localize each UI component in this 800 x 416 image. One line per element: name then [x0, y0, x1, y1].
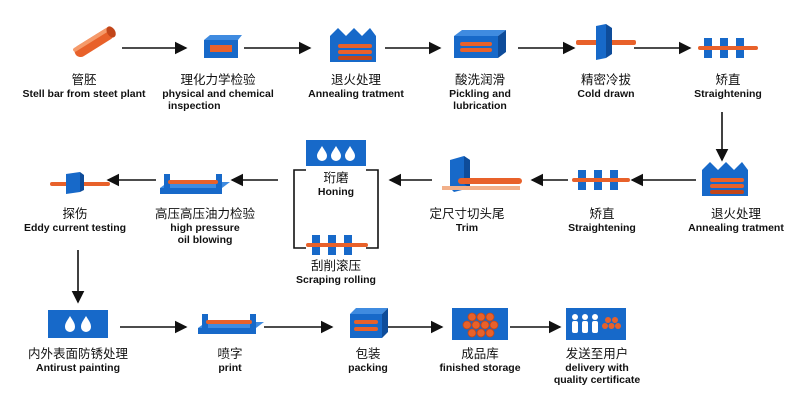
storage-pipes-icon [452, 308, 508, 340]
step-antirust: 内外表面防锈处理 Antirust painting [8, 346, 148, 374]
step-label-en-2: lubrication [453, 100, 507, 112]
bracket-left [293, 169, 306, 249]
eddy-current-icon [50, 172, 110, 194]
step-packing: 包装 packing [328, 346, 408, 374]
step-label-en: Straightening [568, 222, 636, 234]
pressure-test-bench-icon [160, 174, 230, 194]
delivery-people-icon [566, 308, 626, 340]
step-steel-bar: 管胚 Stell bar from steet plant [0, 72, 174, 100]
step-label-en: high pressure [170, 222, 240, 234]
print-bench-icon [198, 314, 264, 334]
step-high-pressure: 高压高压油力检验 high pressure oil blowing [140, 206, 270, 246]
step-cold-drawn: 精密冷拔 Cold drawn [556, 72, 656, 100]
step-label-zh: 退火处理 [330, 72, 381, 87]
step-label-en: delivery with [565, 362, 629, 374]
step-straightening-2: 矫直 Straightening [552, 206, 652, 234]
step-label-en: Scraping rolling [296, 274, 376, 286]
step-straightening-1: 矫直 Straightening [678, 72, 778, 100]
step-inspection: 理化力学检验 physical and chemical inspection [148, 72, 288, 112]
step-delivery: 发送至用户 delivery with quality certificate [540, 346, 654, 386]
step-label-en: Annealing tratment [688, 222, 784, 234]
step-label-zh: 包装 [355, 346, 381, 361]
step-label-zh: 内外表面防锈处理 [27, 346, 128, 361]
step-label-zh: 酸洗润滑 [454, 72, 505, 87]
step-label-zh: 精密冷拔 [580, 72, 631, 87]
step-eddy-current: 探伤 Eddy current testing [10, 206, 140, 234]
step-label-en: print [218, 362, 242, 374]
pickling-tank-icon [454, 30, 506, 58]
step-label-zh: 刮削滚压 [310, 258, 361, 273]
step-label-zh: 发送至用户 [565, 346, 629, 361]
step-label-en: Annealing tratment [308, 88, 404, 100]
step-label-zh: 喷字 [217, 346, 243, 361]
step-label-zh: 珩磨 [323, 170, 349, 185]
annealing-furnace-icon [702, 162, 748, 196]
step-label-en: Cold drawn [577, 88, 635, 100]
step-label-en: Stell bar from steet plant [22, 88, 146, 100]
step-annealing-2: 退火处理 Annealing tratment [676, 206, 796, 234]
step-label-en: Pickling and [449, 88, 511, 100]
step-honing: 珩磨 Honing [286, 170, 386, 198]
step-label-en: Antirust painting [36, 362, 120, 374]
step-label-zh: 退火处理 [710, 206, 761, 221]
step-pickling: 酸洗润滑 Pickling and lubrication [430, 72, 530, 112]
step-label-zh: 矫直 [715, 72, 741, 87]
inspection-block-icon [204, 35, 242, 58]
step-label-en-2: quality certificate [553, 374, 641, 386]
step-label-zh: 理化力学检验 [180, 72, 256, 87]
step-print: 喷字 print [190, 346, 270, 374]
step-label-en: packing [348, 362, 388, 374]
antirust-droplets-icon [48, 310, 108, 338]
step-label-zh: 探伤 [62, 206, 88, 221]
step-label-en: Trim [455, 222, 479, 234]
step-label-en: Honing [317, 186, 355, 198]
step-label-zh: 成品库 [461, 346, 499, 361]
step-label-zh: 定尺寸切头尾 [429, 206, 505, 221]
cold-drawn-die-icon [576, 24, 636, 60]
step-label-en: Straightening [694, 88, 762, 100]
step-label-zh: 矫直 [589, 206, 615, 221]
annealing-furnace-icon [330, 28, 376, 62]
step-label-en: finished storage [439, 362, 521, 374]
step-label-en-2: inspection [168, 100, 221, 112]
steel-bar-icon [73, 26, 116, 58]
straightening-rollers-icon [572, 170, 630, 190]
bracket-right [366, 169, 379, 249]
trim-cutter-icon [442, 156, 522, 192]
step-label-en: Eddy current testing [23, 222, 127, 234]
step-label-zh: 管胚 [71, 72, 97, 87]
step-label-en-2: oil blowing [177, 234, 233, 246]
scraping-rollers-icon [306, 235, 368, 255]
step-trim: 定尺寸切头尾 Trim [412, 206, 522, 234]
straightening-rollers-icon [698, 38, 758, 58]
step-scraping-rolling: 刮削滚压 Scraping rolling [276, 258, 396, 286]
step-annealing-1: 退火处理 Annealing tratment [296, 72, 416, 100]
honing-droplets-icon [306, 140, 366, 166]
step-finished-storage: 成品库 finished storage [428, 346, 532, 374]
step-label-zh: 高压高压油力检验 [154, 206, 255, 221]
step-label-en: physical and chemical [162, 88, 274, 100]
packing-bundle-icon [350, 308, 388, 338]
